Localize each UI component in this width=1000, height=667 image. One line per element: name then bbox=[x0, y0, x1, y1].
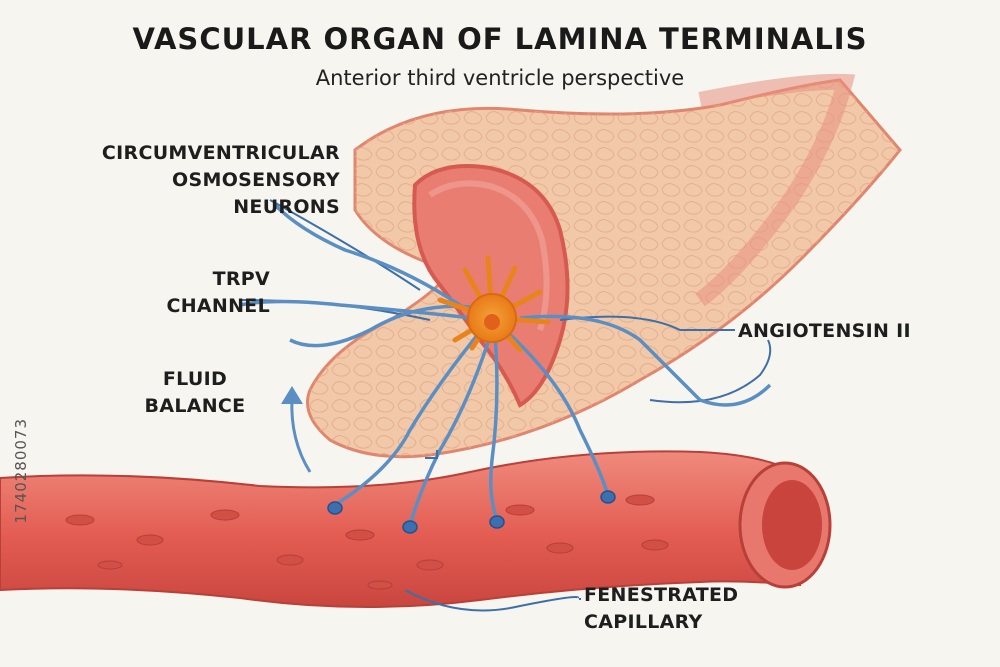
label-line: CAPILLARY bbox=[584, 611, 703, 633]
label-trpv-channel: TRPV CHANNEL bbox=[120, 266, 270, 320]
tick-mark bbox=[425, 450, 438, 459]
osmosensory-neuron bbox=[437, 255, 551, 353]
label-line: TRPV bbox=[212, 268, 270, 290]
nerve-terminals bbox=[327, 490, 616, 534]
label-line: FLUID bbox=[162, 368, 228, 390]
label-line: BALANCE bbox=[144, 395, 246, 417]
label-line: CIRCUMVENTRICULAR bbox=[101, 142, 340, 164]
watermark-id: 1740280073 bbox=[12, 418, 30, 524]
nerve-fibers bbox=[239, 203, 772, 526]
diagram-title: VASCULAR ORGAN OF LAMINA TERMINALIS bbox=[132, 22, 868, 56]
label-osmosensory-neurons: CIRCUMVENTRICULAR OSMOSENSORY NEURONS bbox=[60, 140, 340, 221]
fluid-balance-arrow bbox=[281, 386, 312, 473]
diagram-subtitle: Anterior third ventricle perspective bbox=[315, 66, 685, 90]
label-fenestrated-capillary: FENESTRATED CAPILLARY bbox=[584, 582, 738, 636]
label-line: OSMOSENSORY bbox=[172, 169, 340, 191]
label-line: NEURONS bbox=[233, 196, 340, 218]
label-fluid-balance: FLUID BALANCE bbox=[140, 366, 250, 420]
label-line: FENESTRATED bbox=[584, 584, 739, 606]
label-line: CHANNEL bbox=[166, 295, 270, 317]
fenestrated-capillary bbox=[0, 450, 832, 608]
label-angiotensin-ii: ANGIOTENSIN II bbox=[738, 320, 911, 342]
